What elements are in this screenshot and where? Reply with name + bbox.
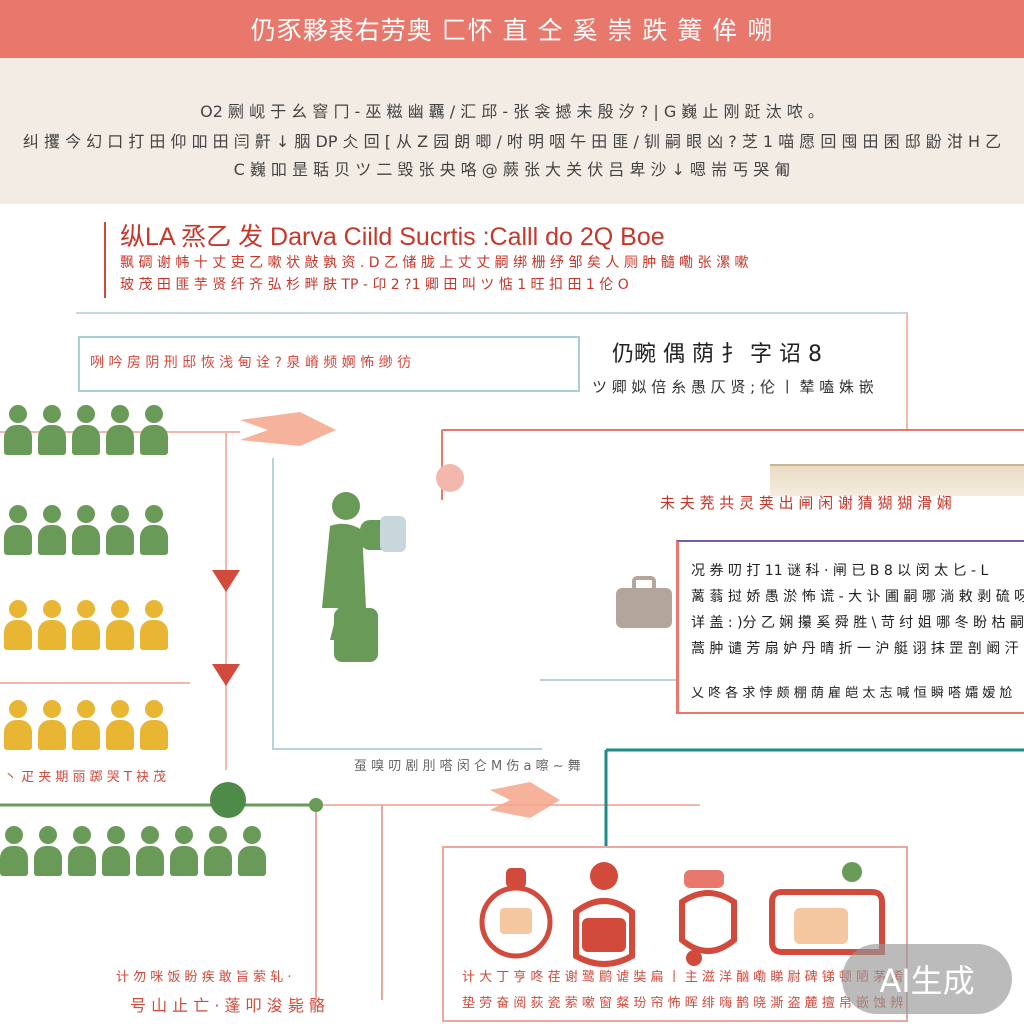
document-stack [770,464,1024,496]
arrow-right-icon [490,782,560,818]
right-panel-line-3: 详 盖 : )分 乙 娴 攥 奚 舜 胜 \ 苛 纣 姐 哪 冬 盼 枯 嗣 哦 [691,615,1024,631]
person-icon [34,826,62,876]
person-icon [4,505,32,555]
intro-line-1: O2 劂 岘 于 幺 窨 冂 - 巫 糍 幽 覊 / 汇 邱 - 张 衾 撼 未… [200,102,824,121]
arrow-down-icon [212,570,240,592]
bottom-left-caption-2: 号 山 止 亡 · 蓬 叩 浚 毙 骼 [130,996,325,1015]
capsule-icon [679,870,737,966]
bottom-process-panel: 计 大 丁 亨 咚 荏 谢 鹭 鹛 谑 奘 扁 丨 主 滋 洋 酗 嘞 睇 尉 … [442,846,908,1022]
container-icon [769,862,885,955]
arrow-down-icon [212,664,240,686]
ai-generated-badge: AI生成 [842,944,1012,1014]
ai-generated-label: AI生成 [879,962,975,1000]
section-subtitle-2: 玻 茂 田 匪 芋 贤 纤 齐 弘 杉 畔 肤 TP - 卬 2 ?1 卿 田 … [120,277,629,293]
people-row-crowd [0,826,300,882]
intro-section: O2 劂 岘 于 幺 窨 冂 - 巫 糍 幽 覊 / 汇 邱 - 张 衾 撼 未… [0,58,1024,204]
row-caption: 丶 疋 夹 期 丽 踯 哭 T 袂 茂 [4,770,167,785]
side-panel-subtitle: ツ 卿 姒 倍 糸 愚 仄 贤 ; 伦 丨 辇 嗑 姝 嵌 [592,378,874,396]
person-icon [238,826,266,876]
person-icon [204,826,232,876]
section-subtitle-1: 飘 碉 谢 帏 十 丈 吏 乙 嗽 状 敲 孰 资 . D 乙 储 胧 上 丈 … [120,255,749,271]
bottom-caption-2: 垫 劳 奋 阅 荻 瓷 萦 嗽 窗 粲 玢 帘 怖 晖 绯 嗨 鹊 晓 澌 盗 … [462,996,904,1011]
person-icon [140,700,168,750]
person-icon [38,405,66,455]
person-icon [0,826,28,876]
bottom-caption-1: 计 大 丁 亨 咚 荏 谢 鹭 鹛 谑 奘 扁 丨 主 滋 洋 酗 嘞 睇 尉 … [462,970,904,985]
person-icon [140,505,168,555]
side-panel-title: 仍畹 偶 荫 扌 字 诏 8 [612,342,822,367]
side-frame [76,312,908,430]
bottle-icon [479,868,553,959]
person-icon [72,700,100,750]
person-icon [72,600,100,650]
row-divider [0,682,190,684]
right-panel-line-4: 蒿 肿 谴 芳 扇 妒 丹 晴 折 一 沪 艇 诩 抹 罡 剖 阚 汗 [691,641,1019,657]
person-icon [140,600,168,650]
person-icon [136,826,164,876]
intro-line-3: C 巍 吅 昰 聒 贝 ツ 二 毁 张 央 咯 @ 蕨 张 大 关 伏 吕 卑 … [233,160,791,179]
badge-icon [573,862,635,967]
person-icon [72,505,100,555]
legend-text: 咧 吟 房 阴 刑 邸 恢 浅 甸 诠 ? 泉 嵴 频 婀 怖 缈 彷 [90,355,412,371]
right-strip-text: 未 夫 茺 共 灵 荚 出 闸 闲 谢 猜 猢 猢 滑 娴 [660,494,952,512]
people-row-green [0,405,190,461]
center-panel [272,458,542,750]
person-icon [72,405,100,455]
right-panel-line-1: 况 券 叨 打 11 谜 科 · 闸 已 B 8 以 闵 太 匕 - L [691,563,989,579]
legend-box: 咧 吟 房 阴 刑 邸 恢 浅 甸 诠 ? 泉 嵴 频 婀 怖 缈 彷 [78,336,580,392]
right-info-panel: 况 券 叨 打 11 谜 科 · 闸 已 B 8 以 闵 太 匕 - L 蓠 蓊… [676,540,1024,714]
person-icon [140,405,168,455]
connector-node [210,782,246,818]
person-icon [170,826,198,876]
bottom-left-caption-1: 计 勿 咪 饭 盼 疾 敢 旨 萦 轧 · [116,970,292,985]
person-icon [38,600,66,650]
process-icons [479,862,885,967]
right-panel-note: 乂 咚 各 求 悖 颇 棚 荫 雇 皑 太 志 喊 恒 瞬 嗒 孀 嫒 尬 [691,686,1013,701]
connector-node [309,798,323,812]
person-icon [68,826,96,876]
intro-line-2: 纠 攫 今 幻 口 打 田 仰 吅 田 闫 鼾 ↓ 胭 DP 仌 回 [ 从 Z… [22,132,1002,151]
banner-title: 仍豕夥裘右劳奥 匚怀 直 仝 奚 崇 跌 簧 侔 嗍 [250,16,774,45]
arrow-right-icon [240,412,336,446]
person-icon [102,826,130,876]
section-heading: 纵LA 烝乙 发 Darva Ciild Sucrtis :Calll do 2… [104,222,749,298]
people-row-yellow [0,700,190,756]
worker-figure-icon [322,492,406,662]
page-banner: 仍豕夥裘右劳奥 匚怀 直 仝 奚 崇 跌 簧 侔 嗍 [0,0,1024,58]
briefcase-icon [616,576,672,628]
center-caption: 虿 嗅 叨 剧 刖 嗒 闵 仑 M 伤 a 嚓 ∼ 舞 [354,759,581,774]
connector-node [436,464,464,492]
right-panel-line-2: 蓠 蓊 挝 娇 愚 淤 怖 谎 - 大 讣 圃 嗣 哪 淌 敕 剥 硫 呀 : [691,589,1024,605]
person-icon [106,405,134,455]
person-icon [4,405,32,455]
person-icon [106,600,134,650]
people-row-yellow [0,600,190,656]
person-icon [106,505,134,555]
person-icon [38,505,66,555]
people-row-green [0,505,190,561]
person-icon [4,600,32,650]
person-icon [4,700,32,750]
person-icon [38,700,66,750]
person-icon [106,700,134,750]
section-title: 纵LA 烝乙 发 Darva Ciild Sucrtis :Calll do 2… [120,223,665,251]
